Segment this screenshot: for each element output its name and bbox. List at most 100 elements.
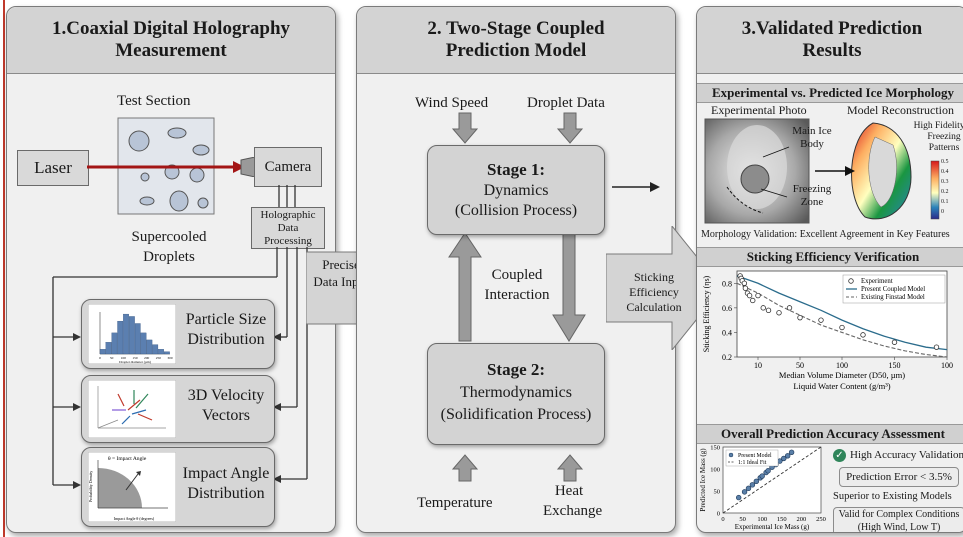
freezing-zone-label: Freezing Zone <box>792 183 832 208</box>
experiment-point <box>776 310 782 316</box>
stage1-title: Stage 1: <box>486 160 546 179</box>
colorbar-tick: 0.2 <box>941 189 949 195</box>
impact-angle-box: θ = Impact Angle Impact Angle θ (degrees… <box>81 447 275 527</box>
stage1-subtitle: Dynamics <box>483 182 549 199</box>
droplet <box>128 130 150 152</box>
legend-box <box>842 274 946 304</box>
series-present-model-line <box>736 275 948 351</box>
stage2-subtitle: Thermodynamics <box>460 384 572 401</box>
stage2-box: Stage 2: Thermodynamics (Solidification … <box>427 343 605 445</box>
sticking-efficiency-label: Sticking Efficiency Calculation <box>626 270 682 314</box>
valid-complex-pill: Valid for Complex Conditions (High Wind,… <box>833 507 963 532</box>
left-edge-rule <box>3 0 5 537</box>
x-axis-label: Experimental Ice Mass (g) <box>735 523 810 531</box>
y-tick-label: 100 <box>710 467 720 474</box>
velocity-label: 3D Velocity Vectors <box>187 387 265 424</box>
accuracy-heading: Overall Prediction Accuracy Assessment <box>697 424 963 444</box>
hist-tick-label: 50 <box>110 356 114 360</box>
y-tick-label: 150 <box>710 445 720 452</box>
particle-size-label: Particle Size Distribution <box>185 311 267 348</box>
droplet <box>169 190 189 212</box>
stage2-title: Stage 2: <box>486 360 546 379</box>
y-tick-label: 0.4 <box>722 328 732 337</box>
model-point <box>745 485 752 492</box>
panel-model-title: 2. Two-Stage Coupled Prediction Model <box>357 7 675 74</box>
velocity-arrow <box>121 415 131 425</box>
impact-angle-xlabel: Impact Angle θ (degrees) <box>114 516 155 521</box>
legend-box <box>725 449 779 467</box>
velocity-arrow <box>127 399 141 411</box>
panel-measurement-title: 1.Coaxial Digital Holography Measurement <box>7 7 335 74</box>
experiment-point <box>741 280 748 286</box>
hist-bar <box>99 349 106 355</box>
legend-entry: Existing Finstad Model <box>861 294 925 301</box>
y-tick-label: 0 <box>717 511 720 518</box>
impact-angle-annotation: θ = Impact Angle <box>108 456 147 462</box>
x-axis-label-secondary: Liquid Water Content (g/m³) <box>793 381 890 391</box>
stage1-process: (Collision Process) <box>454 202 578 219</box>
impact-angle-plot: θ = Impact Angle Impact Angle θ (degrees… <box>88 452 176 522</box>
model-point <box>784 453 791 459</box>
holographic-processing-box: Holographic Data Processing <box>251 207 325 249</box>
colorbar-tick: 0.3 <box>941 179 949 185</box>
model-flow-arrows <box>448 112 586 482</box>
y-tick-label: 0.2 <box>722 353 732 362</box>
hist-tick-label: 300 <box>167 356 173 360</box>
hist-xlabel: Droplet diameter (µm) <box>119 360 152 364</box>
hist-tick-label: 250 <box>156 356 162 360</box>
laser-box: Laser <box>17 150 89 186</box>
x-tick-label: 100 <box>757 516 767 523</box>
colorbar-tick: 0.5 <box>941 159 949 165</box>
impact-angle-label: Impact Angle Distribution <box>182 465 270 502</box>
sticking-heading: Sticking Efficiency Verification <box>697 247 963 267</box>
experiment-point <box>760 305 766 311</box>
high-accuracy-label: High Accuracy Validation <box>850 449 963 461</box>
colorbar-ticks: 0.5 0.4 0.3 0.2 0.1 0 <box>941 159 963 221</box>
y-axis-label: Predicted Ice Mass (g) <box>699 448 707 512</box>
velocity-vector-plot <box>88 380 176 438</box>
temperature-label: Temperature <box>417 495 493 511</box>
model-point <box>749 482 756 488</box>
x-tick-label: 10 <box>754 361 762 370</box>
supercooled-droplets-label: Supercooled Droplets <box>131 229 207 265</box>
hist-tick-label: 150 <box>132 356 138 360</box>
experiment-point <box>818 317 824 323</box>
velocity-arrow <box>135 393 149 409</box>
legend-marker-experiment <box>848 278 854 284</box>
laser-beam <box>87 157 256 177</box>
check-icon: ✓ <box>833 448 846 462</box>
hist-bar <box>123 313 129 355</box>
y-tick-label: 50 <box>714 489 721 496</box>
x-tick-label: 150 <box>889 361 901 370</box>
experiment-point <box>765 307 772 314</box>
model-point <box>753 478 760 485</box>
model-point <box>741 489 748 495</box>
legend-entry: Present Model <box>738 453 772 459</box>
stage2-process: (Solidification Process) <box>440 406 592 423</box>
experiment-point <box>860 332 866 338</box>
droplet <box>140 172 150 182</box>
droplet <box>197 197 209 209</box>
droplet <box>192 144 210 156</box>
hist-tick-label: 100 <box>121 356 127 360</box>
droplet-data-label: Droplet Data <box>527 95 605 111</box>
y-axis-label: Sticking Efficiency (ηs) <box>702 275 711 352</box>
model-reconstruction-label: Model Reconstruction <box>847 103 954 117</box>
droplet <box>167 127 187 139</box>
experiment-point <box>755 292 761 299</box>
panel-results: 3.Validated Prediction Results Experimen… <box>696 6 963 533</box>
precise-data-label: Precise Data Input <box>313 257 369 289</box>
superior-label: Superior to Existing Models <box>833 491 952 502</box>
experiment-point <box>746 292 753 299</box>
model-point <box>781 455 787 462</box>
panel-measurement: 1.Coaxial Digital Holography Measurement… <box>6 6 336 533</box>
experiment-point <box>891 339 898 345</box>
morphology-heading: Experimental vs. Predicted Ice Morpholog… <box>697 83 963 103</box>
legend-entry: Present Coupled Model <box>861 286 925 293</box>
colorbar-tick: 0.4 <box>941 169 949 175</box>
colorbar-tick: 0.1 <box>941 199 949 205</box>
main-ice-body-label: Main Ice Body <box>792 125 832 150</box>
x-tick-label: 100 <box>941 361 953 370</box>
